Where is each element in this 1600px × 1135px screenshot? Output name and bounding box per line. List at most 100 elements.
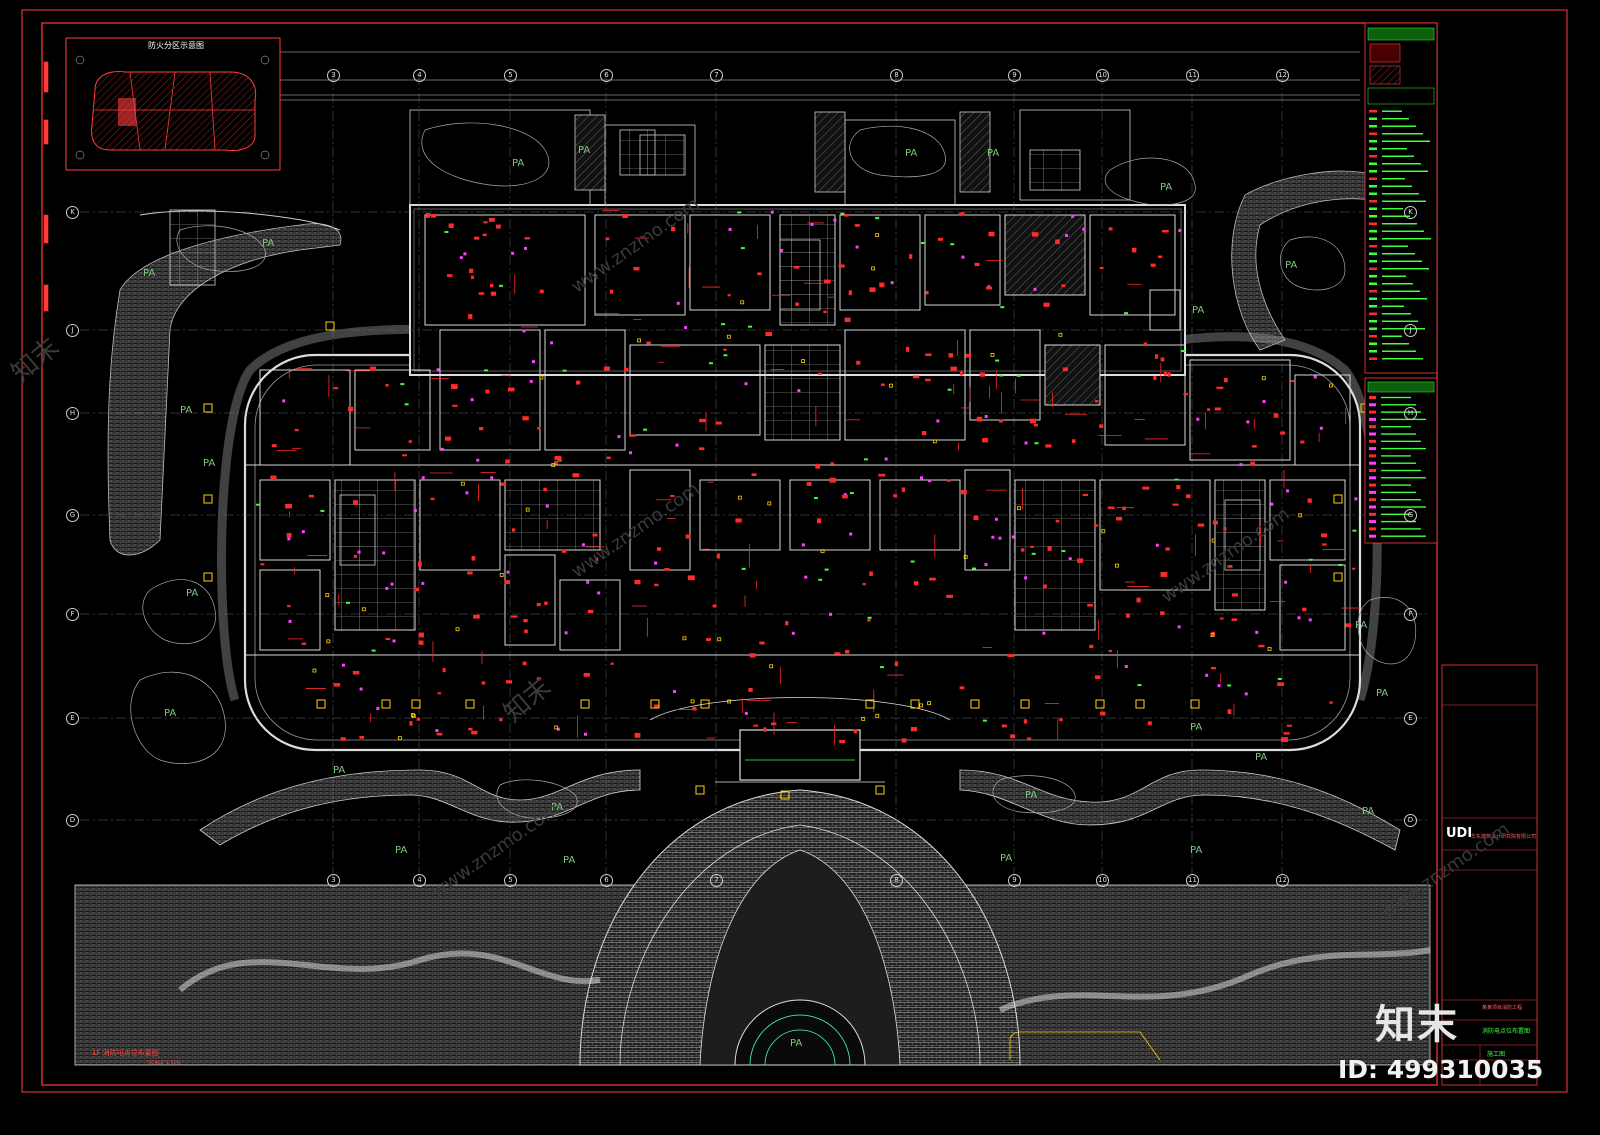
fire-device-layer — [203, 210, 1370, 800]
fire-device-symbol — [294, 428, 299, 432]
fire-device-symbol — [1031, 232, 1039, 237]
manual-alarm-symbol — [682, 636, 687, 641]
legend-symbol — [1369, 222, 1377, 225]
fire-device-symbol — [1153, 376, 1157, 380]
manual-alarm-symbol — [460, 481, 465, 486]
fire-device-symbol — [1277, 682, 1284, 686]
legend-text-line — [1382, 215, 1410, 217]
fire-device-symbol — [848, 290, 852, 296]
legend-symbol — [1369, 534, 1376, 538]
pa-label: PA — [987, 148, 1000, 159]
smoke-detector-symbol — [744, 382, 748, 386]
fire-device-symbol — [913, 581, 919, 586]
fire-device-symbol — [878, 473, 886, 477]
pa-label: PA — [203, 458, 216, 469]
fire-device-symbol — [352, 670, 360, 675]
plan-caption-scale: SCALE 1:150 — [148, 1060, 181, 1066]
smoke-detector-symbol — [436, 368, 440, 372]
fire-device-symbol — [1160, 357, 1165, 362]
fire-device-symbol — [524, 237, 531, 240]
fire-device-symbol — [1055, 519, 1060, 523]
grid-row-bubble-J-left: J — [66, 324, 79, 337]
light-fixture-marker — [1333, 494, 1343, 504]
dimension-lines — [280, 51, 1360, 101]
fire-device-symbol — [1071, 439, 1076, 444]
smoke-detector-symbol — [465, 491, 469, 495]
fire-device-symbol — [473, 236, 480, 240]
legend-text-line — [1381, 426, 1411, 428]
smoke-detector-symbol — [550, 341, 554, 345]
fire-device-symbol — [1158, 255, 1163, 259]
fire-device-symbol — [1223, 527, 1227, 531]
grid-column-bubble-7-bottom: 7 — [710, 874, 723, 887]
fire-device-symbol — [844, 317, 851, 322]
legend-text-line — [1382, 133, 1423, 135]
legend-symbol — [1369, 403, 1376, 407]
fire-device-symbol — [286, 533, 292, 538]
fire-device-symbol — [1045, 444, 1052, 448]
fire-device-symbol — [959, 686, 965, 690]
smoke-detector-symbol — [833, 218, 837, 222]
grid-column-bubble-4-bottom: 4 — [413, 874, 426, 887]
fire-device-symbol — [973, 515, 979, 521]
fire-device-symbol — [925, 291, 929, 295]
light-fixture-marker — [203, 403, 213, 413]
module-symbol — [1174, 478, 1179, 481]
fire-device-symbol — [806, 481, 812, 486]
fire-device-symbol — [1023, 719, 1028, 724]
fire-device-symbol — [1059, 718, 1063, 722]
smoke-detector-symbol — [301, 530, 305, 534]
title-block — [1441, 664, 1538, 1086]
legend-text-line — [1381, 513, 1411, 515]
module-symbol — [1031, 552, 1036, 555]
fire-device-symbol — [524, 629, 528, 634]
legend-symbol — [1369, 520, 1376, 524]
module-symbol — [483, 369, 488, 372]
fire-device-symbol — [692, 706, 697, 711]
grid-row-bubble-E-left: E — [66, 712, 79, 725]
grid-row-bubble-E-right: E — [1404, 712, 1417, 725]
fire-device-symbol — [505, 680, 513, 684]
module-symbol — [849, 492, 854, 495]
manual-alarm-symbol — [361, 607, 366, 612]
fire-device-symbol — [839, 739, 846, 744]
fire-device-symbol — [1061, 284, 1066, 288]
module-symbol — [875, 217, 880, 220]
legend-text-line — [1382, 185, 1412, 187]
light-fixture-marker — [411, 699, 421, 709]
module-symbol — [1352, 529, 1357, 532]
fire-device-symbol — [893, 494, 898, 498]
smoke-detector-symbol — [440, 447, 444, 451]
smoke-detector-symbol — [770, 210, 774, 214]
structural-grid — [80, 75, 1430, 880]
legend-symbol — [1369, 461, 1376, 465]
manual-alarm-symbol — [889, 383, 893, 388]
fire-device-symbol — [436, 732, 443, 736]
pa-label: PA — [1000, 853, 1013, 864]
fire-device-symbol — [522, 661, 527, 666]
fire-device-symbol — [698, 447, 705, 451]
grid-row-bubble-F-left: F — [66, 608, 79, 621]
pa-label: PA — [1362, 806, 1375, 817]
legend-symbol — [1369, 245, 1377, 248]
grid-column-bubble-10-top: 10 — [1096, 69, 1109, 82]
pa-label: PA — [578, 145, 591, 156]
fire-device-symbol — [664, 567, 670, 571]
light-fixture-marker — [910, 699, 920, 709]
fire-device-symbol — [1150, 263, 1156, 267]
fire-device-symbol — [1062, 367, 1068, 372]
fire-device-symbol — [924, 378, 931, 382]
module-symbol — [1277, 677, 1282, 680]
grid-column-bubble-8-top: 8 — [890, 69, 903, 82]
smoke-detector-symbol — [629, 451, 633, 455]
smoke-detector-symbol — [1068, 557, 1072, 561]
fire-device-symbol — [687, 575, 695, 581]
fire-device-symbol — [505, 459, 510, 464]
fire-device-symbol — [1223, 377, 1228, 383]
fire-device-symbol — [937, 237, 943, 241]
module-symbol — [748, 325, 753, 328]
manual-alarm-symbol — [726, 334, 731, 339]
light-fixture-marker — [650, 699, 660, 709]
legend-symbol — [1369, 230, 1377, 233]
fire-device-symbol — [483, 221, 488, 224]
